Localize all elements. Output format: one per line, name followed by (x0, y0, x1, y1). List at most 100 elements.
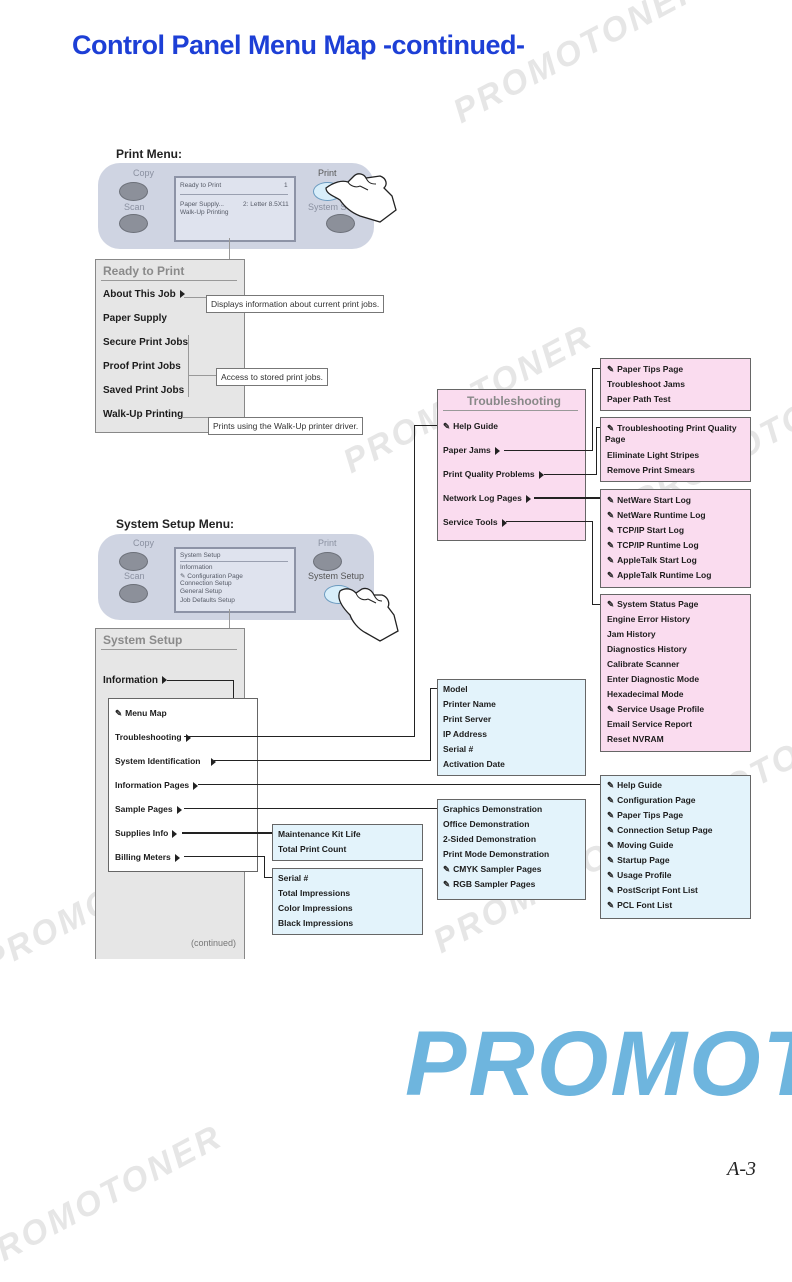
list-item[interactable]: ✎Usage Profile (607, 870, 672, 880)
submenu-item-system-identification[interactable]: System Identification (115, 756, 216, 766)
menu-item-saved-print-jobs[interactable]: Saved Print Jobs (103, 385, 185, 396)
brand-logo: PROMOT (405, 1013, 792, 1115)
list-item[interactable]: 2-Sided Demonstration (443, 834, 537, 844)
list-item[interactable]: ✎Moving Guide (607, 840, 674, 850)
scan-button[interactable] (119, 214, 148, 233)
list-item[interactable]: ✎TCP/IP Start Log (607, 525, 685, 535)
list-item[interactable]: ✎Help Guide (607, 780, 662, 790)
list-item: Printer Name (443, 699, 496, 709)
troubleshooting-item-network-log-pages[interactable]: Network Log Pages (443, 493, 531, 503)
menu-item-proof-print-jobs[interactable]: Proof Print Jobs (103, 361, 181, 372)
printer-icon: ✎ (443, 421, 451, 431)
list-item[interactable]: ✎NetWare Runtime Log (607, 510, 706, 520)
list-item: Total Print Count (278, 844, 347, 854)
list-item[interactable]: Troubleshoot Jams (607, 379, 685, 389)
list-item: Color Impressions (278, 903, 353, 913)
list-item[interactable]: Remove Print Smears (607, 465, 695, 475)
troubleshooting-item-service-tools[interactable]: Service Tools (443, 517, 507, 527)
list-item[interactable]: Print Mode Demonstration (443, 849, 550, 859)
printer-icon: ✎ (607, 555, 615, 565)
chevron-right-icon (172, 829, 178, 838)
chevron-right-icon (185, 733, 191, 742)
list-item[interactable]: ✎NetWare Start Log (607, 495, 691, 505)
copy-button-label: Copy (133, 538, 155, 548)
printer-icon: ✎ (607, 570, 615, 580)
menu-item-secure-print-jobs[interactable]: Secure Print Jobs (103, 337, 189, 348)
lcd-line-number: 1 (284, 182, 288, 189)
paper-jams-submenu (600, 358, 751, 411)
printer-icon: ✎ (607, 870, 615, 880)
menu-item-walk-up-printing[interactable]: Walk-Up Printing (103, 409, 184, 420)
submenu-item-supplies-info[interactable]: Supplies Info (115, 828, 178, 838)
list-item[interactable]: Engine Error History (607, 614, 691, 624)
list-item[interactable]: Office Demonstration (443, 819, 530, 829)
list-item[interactable]: Diagnostics History (607, 644, 687, 654)
lcd-line: Walk-Up Printing (180, 209, 229, 216)
list-item[interactable]: Paper Path Test (607, 394, 671, 404)
list-item: Maintenance Kit Life (278, 829, 361, 839)
list-item[interactable]: Hexadecimal Mode (607, 689, 684, 699)
system-setup-button-label: System Setup (308, 571, 365, 581)
pointing-hand-icon (325, 173, 397, 223)
print-button[interactable] (313, 552, 342, 571)
printer-icon: ✎ (443, 864, 451, 874)
scan-button[interactable] (119, 584, 148, 603)
system-setup-button-label: System S (308, 202, 347, 212)
list-item[interactable]: Graphics Demonstration (443, 804, 543, 814)
lcd-display (174, 176, 296, 242)
printer-icon: ✎ (443, 879, 451, 889)
printer-icon: ✎ (607, 855, 615, 865)
lcd-line: General Setup (180, 588, 222, 595)
menu-item-paper-supply[interactable]: Paper Supply (103, 313, 167, 324)
list-item[interactable]: ✎CMYK Sampler Pages (443, 864, 542, 874)
submenu-item-sample-pages[interactable]: Sample Pages (115, 804, 182, 814)
chevron-right-icon (162, 676, 167, 685)
submenu-item-troubleshooting[interactable]: Troubleshooting (115, 732, 191, 742)
list-item[interactable]: ✎Service Usage Profile (607, 704, 705, 714)
billing-meters-submenu (272, 868, 423, 935)
list-item[interactable]: ✎Paper Tips Page (607, 810, 684, 820)
list-item[interactable]: Reset NVRAM (607, 734, 664, 744)
printer-icon: ✎ (607, 825, 615, 835)
printer-icon: ✎ (607, 495, 615, 505)
system-setup-button[interactable] (326, 214, 355, 233)
printer-icon: ✎ (607, 840, 615, 850)
list-item[interactable]: ✎Connection Setup Page (607, 825, 713, 835)
list-item[interactable]: ✎RGB Sampler Pages (443, 879, 536, 889)
troubleshooting-item-help-guide[interactable]: ✎Help Guide (443, 421, 498, 431)
menu-item-about-this-job[interactable]: About This Job (103, 289, 185, 300)
submenu-item-billing-meters[interactable]: Billing Meters (115, 852, 180, 862)
troubleshooting-item-paper-jams[interactable]: Paper Jams (443, 445, 500, 455)
list-item[interactable]: ✎Startup Page (607, 855, 670, 865)
chevron-right-icon (538, 470, 544, 479)
list-item[interactable]: ✎AppleTalk Start Log (607, 555, 697, 565)
scan-button-label: Scan (124, 571, 145, 581)
troubleshooting-item-print-quality[interactable]: Print Quality Problems (443, 469, 544, 479)
copy-button[interactable] (119, 552, 148, 571)
copy-button[interactable] (119, 182, 148, 201)
list-item[interactable]: ✎Troubleshooting Print Quality (607, 423, 737, 433)
list-item[interactable]: Jam History (607, 629, 656, 639)
submenu-item-menu-map[interactable]: ✎Menu Map (115, 708, 167, 718)
printer-icon: ✎ (607, 510, 615, 520)
list-item: Black Impressions (278, 918, 354, 928)
continued-label: (continued) (191, 938, 237, 948)
information-submenu (108, 698, 258, 872)
list-item[interactable]: Calibrate Scanner (607, 659, 680, 669)
list-item[interactable]: Email Service Report (607, 719, 693, 729)
information-pages-submenu (600, 775, 751, 919)
list-item[interactable]: ✎PostScript Font List (607, 885, 698, 895)
print-button-label: Print (318, 538, 337, 548)
list-item[interactable]: ✎AppleTalk Runtime Log (607, 570, 712, 580)
menu-item-information[interactable]: Information (103, 675, 167, 686)
list-item[interactable]: Eliminate Light Stripes (607, 450, 700, 460)
list-item[interactable]: ✎PCL Font List (607, 900, 673, 910)
list-item[interactable]: ✎Paper Tips Page (607, 364, 684, 374)
list-item[interactable]: Enter Diagnostic Mode (607, 674, 700, 684)
lcd-line: ✎ Configuration Page (180, 573, 243, 580)
list-item[interactable]: ✎System Status Page (607, 599, 699, 609)
print-quality-submenu (600, 417, 751, 482)
list-item[interactable]: ✎TCP/IP Runtime Log (607, 540, 699, 550)
list-item[interactable]: ✎Configuration Page (607, 795, 696, 805)
submenu-item-information-pages[interactable]: Information Pages (115, 780, 199, 790)
